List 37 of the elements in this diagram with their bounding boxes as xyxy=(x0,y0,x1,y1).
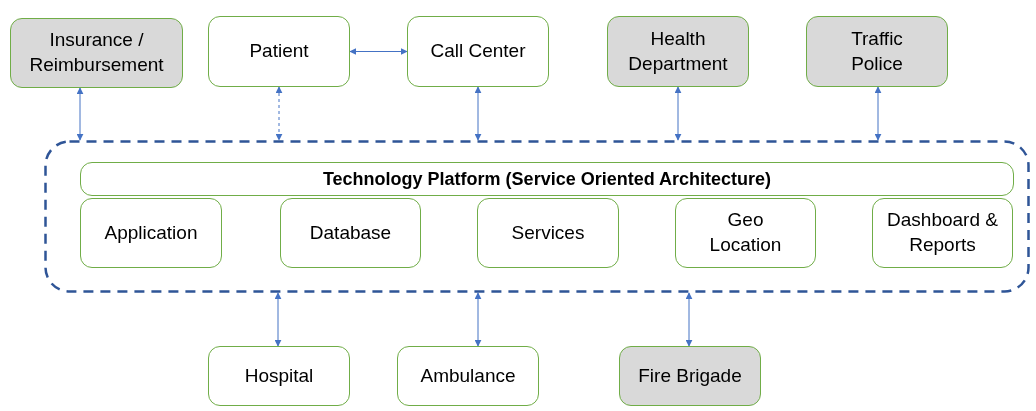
box-label: Patient xyxy=(249,39,309,64)
process-box xyxy=(806,16,948,87)
process-box xyxy=(675,198,816,268)
process-box xyxy=(208,346,350,406)
double-arrow xyxy=(349,48,408,55)
double-arrow xyxy=(474,292,482,347)
process-box xyxy=(397,346,539,406)
double-arrow xyxy=(275,86,283,141)
box-label: Application xyxy=(104,220,198,245)
box-label: Insurance / Reimbursement xyxy=(28,28,165,77)
double-arrow xyxy=(474,86,482,141)
box-label: Ambulance xyxy=(420,363,516,388)
box-label: Fire Brigade xyxy=(638,363,742,388)
box-label: Services xyxy=(511,220,585,245)
process-box xyxy=(80,198,222,268)
box-label: Traffic Police xyxy=(850,26,904,76)
box-label: Health Department xyxy=(627,26,729,76)
platform-bar xyxy=(80,162,1014,196)
process-box xyxy=(619,346,761,406)
box-label: Geo Location xyxy=(708,208,783,257)
double-arrow xyxy=(674,86,682,141)
platform-title: Technology Platform (Service Oriented Architecture) xyxy=(322,167,772,191)
box-label: Call Center xyxy=(430,39,526,64)
process-box xyxy=(477,198,619,268)
process-box xyxy=(407,16,549,87)
process-box xyxy=(208,16,350,87)
double-arrow xyxy=(874,86,882,141)
process-box xyxy=(607,16,749,87)
process-box xyxy=(280,198,421,268)
double-arrow xyxy=(274,292,282,347)
box-label: Hospital xyxy=(244,363,314,388)
box-label: Database xyxy=(309,220,392,245)
double-arrow xyxy=(685,292,693,347)
box-label: Dashboard & Reports xyxy=(886,208,999,257)
process-box xyxy=(10,18,183,88)
process-box xyxy=(872,198,1013,268)
double-arrow xyxy=(76,87,84,141)
